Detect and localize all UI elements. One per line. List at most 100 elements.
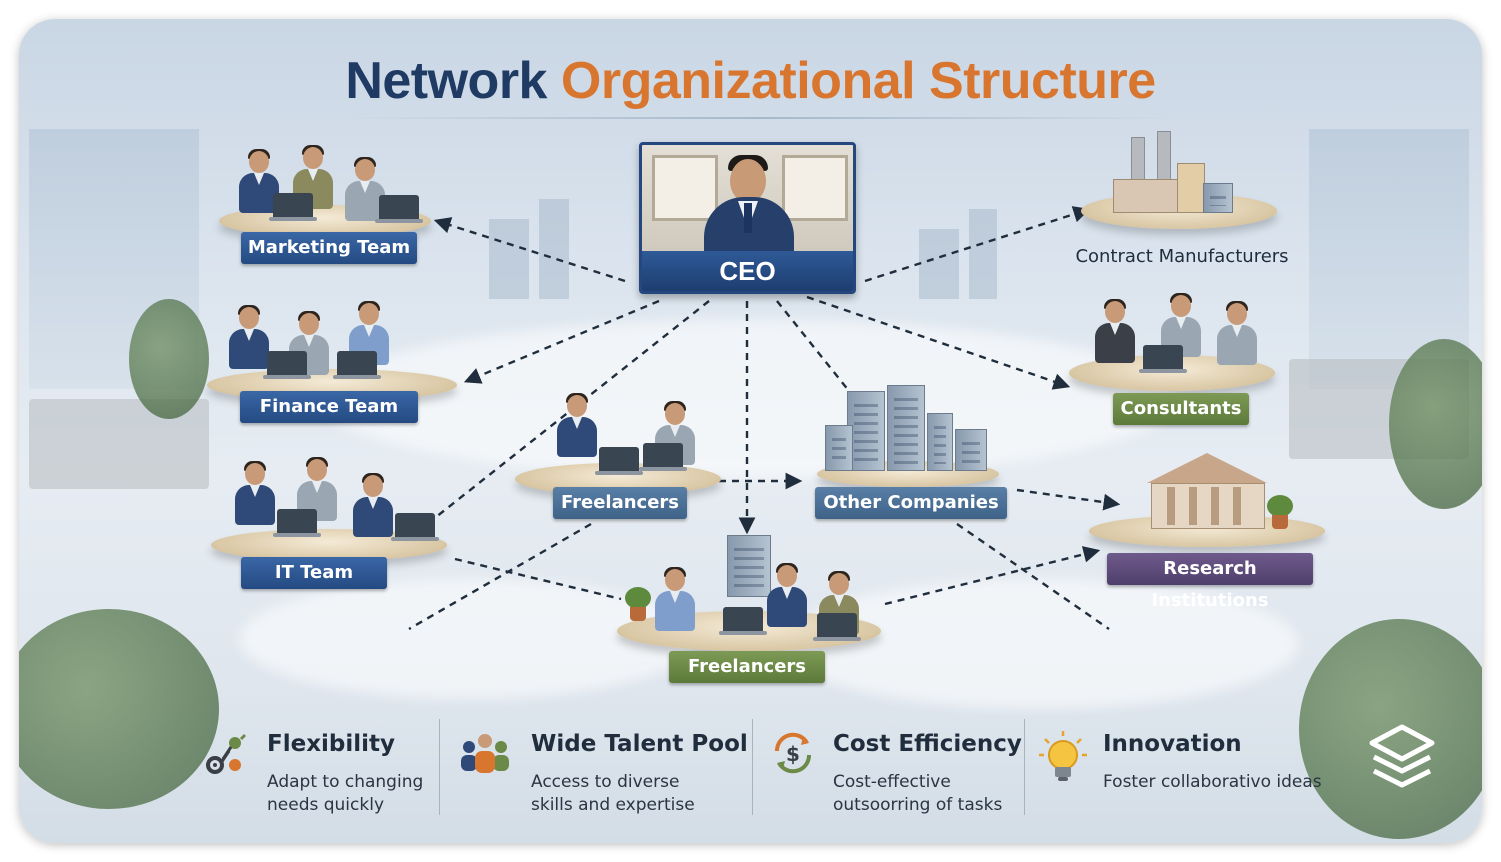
background-building: [919, 229, 959, 299]
laptop-icon: [813, 613, 861, 641]
team-member: [227, 305, 271, 369]
laptop-icon: [333, 351, 381, 379]
finance-team-node[interactable]: Finance Team: [207, 299, 457, 429]
cloud: [239, 579, 699, 699]
benefit-description: Cost-effective outsoorring of tasks: [833, 772, 1003, 815]
office-building-icon: [727, 535, 771, 597]
background-building: [969, 209, 997, 299]
benefit-cost-efficiency: $ Cost Efficiency Cost-effective outsoor…: [769, 719, 1029, 819]
title-underline: [349, 117, 1169, 119]
laptop-icon: [273, 509, 321, 537]
team-member: [343, 157, 387, 221]
other-companies-node[interactable]: Other Companies: [799, 385, 1009, 525]
background-plant: [129, 299, 209, 419]
contract-manufacturers-label: Contract Manufacturers: [1075, 246, 1289, 267]
consultants-label: Consultants: [1113, 393, 1249, 425]
other-companies-label: Other Companies: [815, 487, 1007, 519]
connector-ceo-finance: [463, 299, 660, 384]
ceo-node[interactable]: CEO: [639, 142, 856, 294]
laptop-icon: [375, 195, 423, 223]
connector-freelancers-left: [408, 522, 592, 631]
column: [1189, 487, 1197, 525]
layers-logo-icon: [1369, 724, 1435, 788]
laptop-icon: [639, 443, 687, 471]
research-institutions-node[interactable]: Research Institutions: [1089, 439, 1329, 611]
consultant-member: [1093, 299, 1137, 363]
finance-team-label: Finance Team: [240, 391, 418, 423]
connector-freelancers-bottom-research: [884, 546, 1101, 606]
team-member: [237, 149, 281, 213]
freelancers-top-node[interactable]: Freelancers: [515, 389, 725, 519]
svg-text:$: $: [786, 742, 800, 766]
connector-it-freelancers-bottom: [454, 557, 622, 601]
freelancers-bottom-label: Freelancers: [669, 651, 825, 683]
institution-roof-icon: [1147, 453, 1267, 483]
benefit-flexibility: Flexibility Adapt to changing needs quic…: [201, 719, 431, 819]
benefit-divider: [439, 719, 440, 815]
ceo-label: CEO: [642, 251, 853, 291]
cloud: [319, 319, 1179, 479]
dollar-cycle-icon: $: [774, 732, 812, 774]
benefit-description: Foster collaborativo ideas: [1103, 772, 1322, 792]
connector-ceo-other-companies: [776, 300, 850, 392]
column: [1233, 487, 1241, 525]
diagram-canvas: Network Organizational Structure: [19, 19, 1482, 843]
freelancers-bottom-node[interactable]: Freelancers: [617, 535, 887, 685]
connector-ceo-marketing: [433, 217, 626, 283]
title-part-network: Network: [345, 52, 547, 110]
team-member: [233, 461, 277, 525]
laptop-icon: [595, 447, 643, 475]
title-part-structure: Organizational Structure: [560, 52, 1156, 110]
benefit-wide-talent-pool: Wide Talent Pool Access to diverse skill…: [455, 719, 755, 819]
cloud: [779, 579, 1299, 709]
benefit-description: Adapt to changing needs quickly: [267, 772, 424, 815]
background-plant: [1389, 339, 1482, 509]
freelancer-member: [765, 563, 809, 627]
team-member: [295, 457, 339, 521]
background-building: [539, 199, 569, 299]
contract-manufacturers-node[interactable]: Contract Manufacturers: [1069, 131, 1299, 271]
benefit-title: Cost Efficiency: [833, 731, 1022, 757]
connector-other-down: [956, 523, 1110, 630]
benefit-title: Flexibility: [267, 731, 396, 757]
building-icon: [927, 413, 953, 471]
background-plant: [19, 609, 219, 809]
ceo-tie: [744, 203, 752, 233]
benefit-innovation: Innovation Foster collaborativo ideas: [1039, 719, 1339, 819]
benefit-description: Access to diverse skills and expertise: [531, 772, 695, 815]
benefit-divider: [752, 719, 753, 815]
column: [1211, 487, 1219, 525]
building-icon: [825, 425, 853, 471]
building-icon: [887, 385, 925, 471]
connector-other-research: [1016, 488, 1121, 511]
consultant-member: [1215, 301, 1259, 365]
flexibility-gears-icon: [206, 733, 247, 774]
laptop-icon: [391, 513, 439, 541]
office-window: [782, 155, 848, 221]
consultants-node[interactable]: Consultants: [1069, 293, 1279, 425]
laptop-icon: [1139, 345, 1187, 373]
research-institutions-label: Research Institutions: [1107, 553, 1313, 611]
factory-icon: [1177, 163, 1205, 213]
background-plant: [1299, 619, 1482, 839]
team-member: [351, 473, 395, 537]
plant-icon: [1267, 495, 1293, 529]
diagram-title: Network Organizational Structure: [19, 51, 1482, 111]
connector-ceo-contract-manufacturers: [864, 206, 1091, 283]
lightbulb-icon: [1039, 731, 1087, 781]
column: [1167, 487, 1175, 525]
connector-ceo-consultants: [806, 295, 1071, 390]
freelancer-member: [653, 567, 697, 631]
building-icon: [1203, 183, 1233, 213]
talent-people-icon: [461, 734, 509, 773]
connector-layer: [408, 206, 1121, 631]
freelancers-top-label: Freelancers: [553, 487, 687, 519]
marketing-team-node[interactable]: Marketing Team: [219, 145, 439, 277]
laptop-icon: [719, 607, 767, 635]
ceo-portrait: [730, 159, 766, 203]
laptop-icon: [263, 351, 311, 379]
it-team-label: IT Team: [241, 557, 387, 589]
background-building: [489, 219, 529, 299]
it-team-node[interactable]: IT Team: [211, 457, 451, 589]
benefit-title: Wide Talent Pool: [531, 731, 748, 757]
